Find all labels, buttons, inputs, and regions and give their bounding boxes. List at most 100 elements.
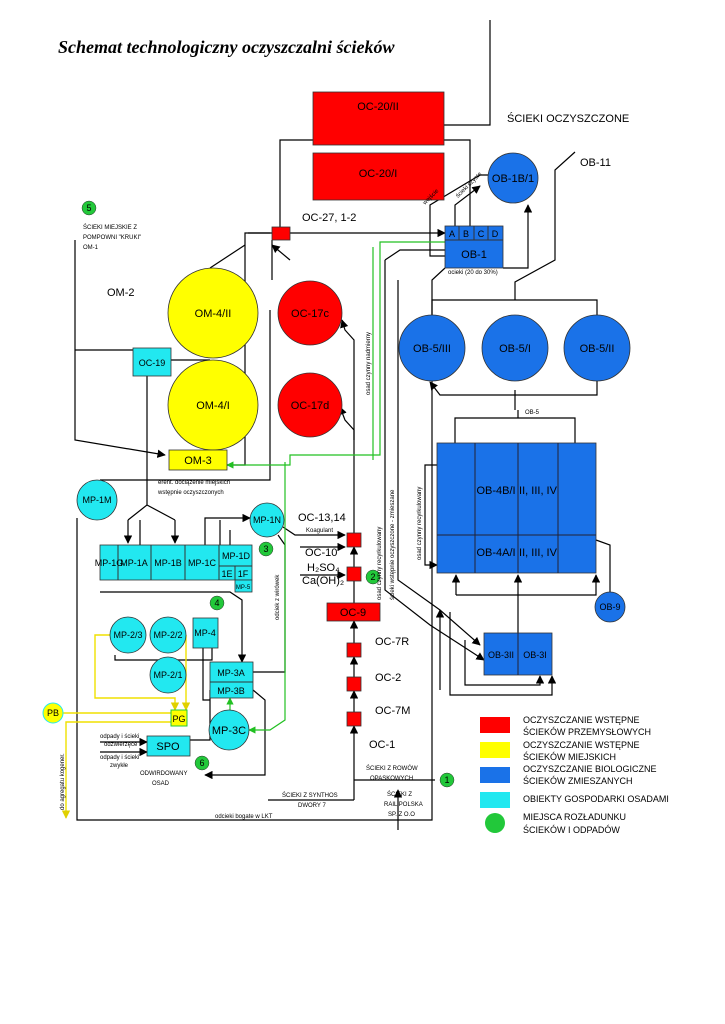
outlet-label: ŚCIEKI OCZYSZCZONE [507,112,629,125]
ob1-cell-d: D [492,229,499,239]
pb[interactable]: PB [42,702,64,724]
unloading-point-2: 2 [365,569,381,585]
svg-text:OM-4/II: OM-4/II [195,308,232,320]
oc9[interactable]: OC-9 [326,602,381,622]
svg-text:wstępnie oczyszczonych: wstępnie oczyszczonych [157,490,224,496]
svg-text:DWORY 7: DWORY 7 [298,803,326,809]
oc2[interactable] [346,676,362,692]
svg-text:MP-2/1: MP-2/1 [153,670,182,680]
mp4[interactable]: MP-4 [192,617,219,649]
om2-label: OM-2 [107,287,135,299]
spo[interactable]: SPO [146,735,191,757]
pg[interactable]: PG [170,709,188,727]
svg-text:ŚCIEKI Z SYNTHOS: ŚCIEKI Z SYNTHOS [282,791,338,799]
svg-text:OC-20/I: OC-20/I [359,168,398,180]
ob5-1[interactable]: OB-5/I [481,314,549,382]
svg-text:ścieki wstępnie oczyszczone -: ścieki wstępnie oczyszczone - zmieszane [390,489,396,600]
oc13-14[interactable] [346,532,362,548]
svg-text:MP-3C: MP-3C [212,725,246,737]
svg-text:OM-3: OM-3 [184,455,212,467]
unloading-point-1: 1 [439,772,455,788]
svg-text:ŚCIEKÓW MIEJSKICH: ŚCIEKÓW MIEJSKICH [523,751,616,762]
svg-text:osad czynny recyrkulowany: osad czynny recyrkulowany [377,527,383,600]
svg-text:ŚCIEKÓW I ODPADÓW: ŚCIEKÓW I ODPADÓW [523,824,620,835]
svg-text:OPASKOWYCH: OPASKOWYCH [370,776,413,782]
mp5-label: MP-5 [236,585,251,591]
unloading-point-5: 5 [81,200,97,216]
svg-text:ŚCIEKI MIEJSKIE Z: ŚCIEKI MIEJSKIE Z [83,223,137,231]
svg-text:do agregatu kogener.: do agregatu kogener. [60,753,66,810]
oc13-label: OC-13,14 [298,512,346,524]
svg-text:MP-1M: MP-1M [83,495,112,505]
oc20-2[interactable]: OC-20/II [312,91,445,146]
oc7r[interactable] [346,642,362,658]
mp2-1[interactable]: MP-2/1 [149,656,187,694]
oc2-label: OC-2 [375,672,401,684]
oc27[interactable] [271,226,291,241]
svg-text:osad czynny nadmierny: osad czynny nadmierny [366,332,372,395]
oc17c[interactable]: OC-17c [277,280,343,346]
svg-text:OM-4/I: OM-4/I [196,400,230,412]
svg-text:6: 6 [199,758,204,768]
ob5-label: OB-5 [525,410,540,416]
svg-text:osad czynny recyrkulowany: osad czynny recyrkulowany [417,487,423,560]
mp1d-label: MP-1D [222,551,251,561]
ob9[interactable]: OB-9 [594,591,626,623]
caoh-label: Ca(OH)₂ [302,575,344,587]
koagulant-label: Koagulant [306,528,333,534]
om4-2[interactable]: OM-4/II [167,267,259,359]
svg-text:MP-1N: MP-1N [253,515,281,525]
oc27-label: OC-27, 1-2 [302,212,356,224]
legend-item-cyan: OBIEKTY GOSPODARKI OSADAMI [480,792,669,808]
ob1[interactable]: A B C D OB-1 [444,225,504,269]
ob1-cell-c: C [478,229,485,239]
om4-1[interactable]: OM-4/I [167,359,259,451]
h2so4-label: H₂SO₄ [307,562,340,574]
unloading-point-6: 6 [194,755,210,771]
svg-text:odzwierzęce: odzwierzęce [104,742,138,748]
sludge-lines [226,241,445,730]
svg-text:OB-5/III: OB-5/III [413,343,451,355]
mp1n[interactable]: MP-1N [249,502,285,538]
mp1-block[interactable]: MP-1G MP-1A MP-1B MP-1C MP-1D 1E 1F MP-5 [95,544,253,593]
mp1m[interactable]: MP-1M [76,479,118,521]
ob3[interactable]: OB-3II OB-3I [483,632,553,676]
mp3ab[interactable]: MP-3A MP-3B [209,661,254,699]
ob1-cell-a: A [449,229,455,239]
ob4[interactable]: OB-4B/I II, III, IV OB-4A/I II, III, IV [436,442,597,574]
ob5-3[interactable]: OB-5/III [398,314,466,382]
ob1b[interactable]: OB-1B/1 [487,152,539,204]
svg-text:MIEJSCA ROZŁADUNKU: MIEJSCA ROZŁADUNKU [523,812,626,822]
svg-text:5: 5 [86,203,91,213]
mp2-2[interactable]: MP-2/2 [149,616,187,654]
svg-text:OB-9: OB-9 [599,602,620,612]
svg-text:OC-17d: OC-17d [291,400,330,412]
oc17d[interactable]: OC-17d [277,372,343,438]
unloading-point-4: 4 [209,595,225,611]
unloading-point-3: 3 [258,541,274,557]
mp2-3[interactable]: MP-2/3 [109,616,147,654]
ob1-cell-b: B [463,229,469,239]
svg-text:MP-4: MP-4 [194,628,216,638]
mp3b-label: MP-3B [217,686,245,696]
oc7r-label: OC-7R [375,636,409,648]
oc7m-label: OC-7M [375,705,410,717]
mp3c[interactable]: MP-3C [208,709,250,751]
oc20-1[interactable]: OC-20/I [312,152,445,201]
svg-text:odciek z wirówek: odciek z wirówek [275,574,281,620]
svg-text:odpady i ścieki: odpady i ścieki [100,755,139,761]
svg-text:SPO: SPO [156,741,180,753]
svg-text:OCZYSZCZANIE BIOLOGICZNE: OCZYSZCZANIE BIOLOGICZNE [523,764,657,774]
oc7m[interactable] [346,711,362,727]
om3[interactable]: OM-3 [168,449,228,471]
svg-text:OB-1: OB-1 [461,249,487,261]
oc19[interactable]: OC-19 [132,347,172,377]
ob5-2[interactable]: OB-5/II [563,314,631,382]
svg-text:PB: PB [47,708,59,718]
svg-text:OCZYSZCZANIE WSTĘPNE: OCZYSZCZANIE WSTĘPNE [523,740,640,750]
svg-text:OC-9: OC-9 [340,607,366,619]
oc10[interactable] [346,566,362,582]
